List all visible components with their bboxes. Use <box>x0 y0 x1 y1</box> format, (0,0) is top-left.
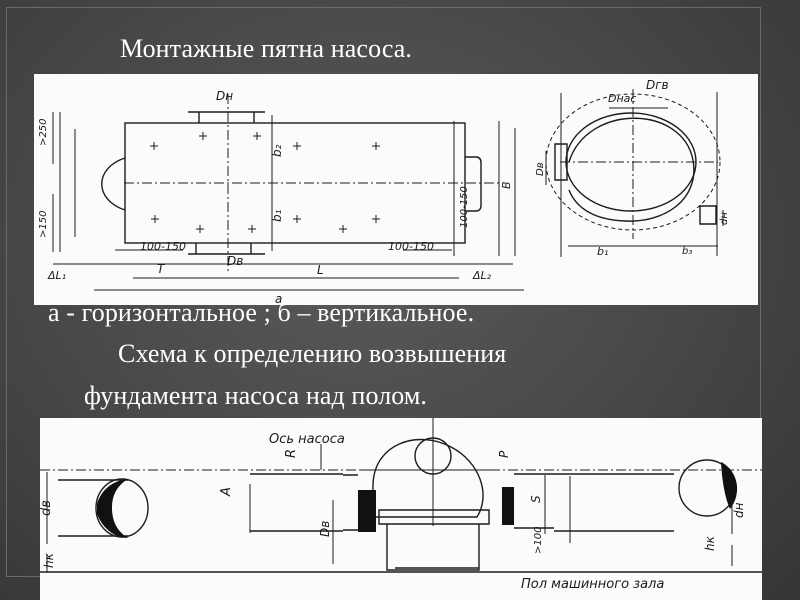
gte100-label: >100 <box>533 527 544 554</box>
dgv-label: Dгв <box>646 78 669 92</box>
slide-title: Монтажные пятна насоса. <box>120 34 413 63</box>
pump-installation-figure: Dн Dв b₂ b₁ >250 >150 100-150 100-150 10… <box>34 74 758 305</box>
delta-l2-label: ΔL₂ <box>472 269 492 282</box>
horizontal-pump-plan: Dн Dв b₂ b₁ >250 >150 100-150 100-150 10… <box>38 89 524 305</box>
t-label: T <box>157 262 166 276</box>
vertical-pump-plan: Dгв Dнас Dв b₁ b₃ dн <box>535 78 730 258</box>
b-side-label: B <box>500 181 513 189</box>
dv-side-label: Dв <box>535 162 546 176</box>
bolt-marks-secondary <box>196 132 347 233</box>
outlet-branch <box>699 205 717 225</box>
foundation-elevation-figure: Ось насоса Пол машинного зала dв A R Dв … <box>40 418 762 600</box>
dv-bottom-label: Dв <box>227 254 243 268</box>
pump-center-lines <box>359 418 491 526</box>
left-nozzle-outline <box>101 157 126 211</box>
casing-profile <box>568 117 695 222</box>
b3-label: b₃ <box>682 246 692 257</box>
bottom-branch-outline <box>188 243 265 255</box>
pipe-lines <box>58 473 674 537</box>
dimension-extension-lines <box>52 112 516 256</box>
hk-label: hк <box>703 535 717 551</box>
pump-elevation-diagram: Ось насоса Пол машинного зала dв A R Dв … <box>40 418 762 592</box>
axis-label: Ось насоса <box>269 432 345 447</box>
b1-label: b₁ <box>270 209 284 222</box>
gt150-label: >150 <box>38 211 49 238</box>
s-label: S <box>529 495 543 503</box>
r-label: R <box>284 449 299 458</box>
foundation-elevation-drawing: Ось насоса Пол машинного зала dв A R Dв … <box>40 418 762 592</box>
flanges <box>358 487 514 532</box>
db-label: dв <box>40 500 54 516</box>
dimension-lines <box>53 263 524 291</box>
p-label: P <box>497 450 511 458</box>
right-center-lines <box>560 89 718 239</box>
gt250-label: >250 <box>38 119 49 146</box>
bottom-dimension-lines <box>249 444 571 564</box>
installation-caption: а - горизонтальное ; б – вертикальное. <box>48 298 475 327</box>
dn-label: Dн <box>216 89 233 103</box>
b1-right-label: b₁ <box>597 245 608 258</box>
pipe-connections <box>343 473 554 531</box>
range-label-right: 100-150 <box>388 240 434 253</box>
dh-bottom-label: dн <box>732 502 746 518</box>
right-nozzle-outline <box>465 156 482 212</box>
right-dimension-lines <box>545 92 724 257</box>
a-dimension-label: A <box>219 487 234 497</box>
b2-label: b₂ <box>270 144 284 157</box>
delta-l1-label: ΔL₁ <box>47 269 66 282</box>
range-label-left: 100-150 <box>140 240 186 253</box>
floor-label: Пол машинного зала <box>521 577 664 592</box>
left-pipe-shadow <box>97 479 128 538</box>
pump-foundation <box>378 509 490 571</box>
elevation-caption-line-1: Схема к определению возвышения <box>118 339 507 368</box>
dh-label: dн <box>719 212 730 225</box>
pump-casing <box>371 438 484 518</box>
side-dimension-lines <box>46 472 733 572</box>
pump-installation-drawing: Dн Dв b₂ b₁ >250 >150 100-150 100-150 10… <box>38 78 730 305</box>
a-label: a <box>275 292 282 305</box>
right-pipe-shadow <box>721 462 738 509</box>
elevation-caption-line-2: фундамента насоса над полом. <box>84 381 428 410</box>
inlet-branch <box>554 143 568 181</box>
range-label-vertical: 100-150 <box>459 186 470 228</box>
dnas-label: Dнас <box>608 92 636 105</box>
bolt-marks-left <box>150 142 380 223</box>
l-label: L <box>317 263 324 277</box>
hk-left-label: hк <box>42 552 56 568</box>
anchor-bolt-markers <box>150 132 380 233</box>
dv-label: Dв <box>318 521 332 537</box>
top-branch-outline <box>188 111 265 123</box>
